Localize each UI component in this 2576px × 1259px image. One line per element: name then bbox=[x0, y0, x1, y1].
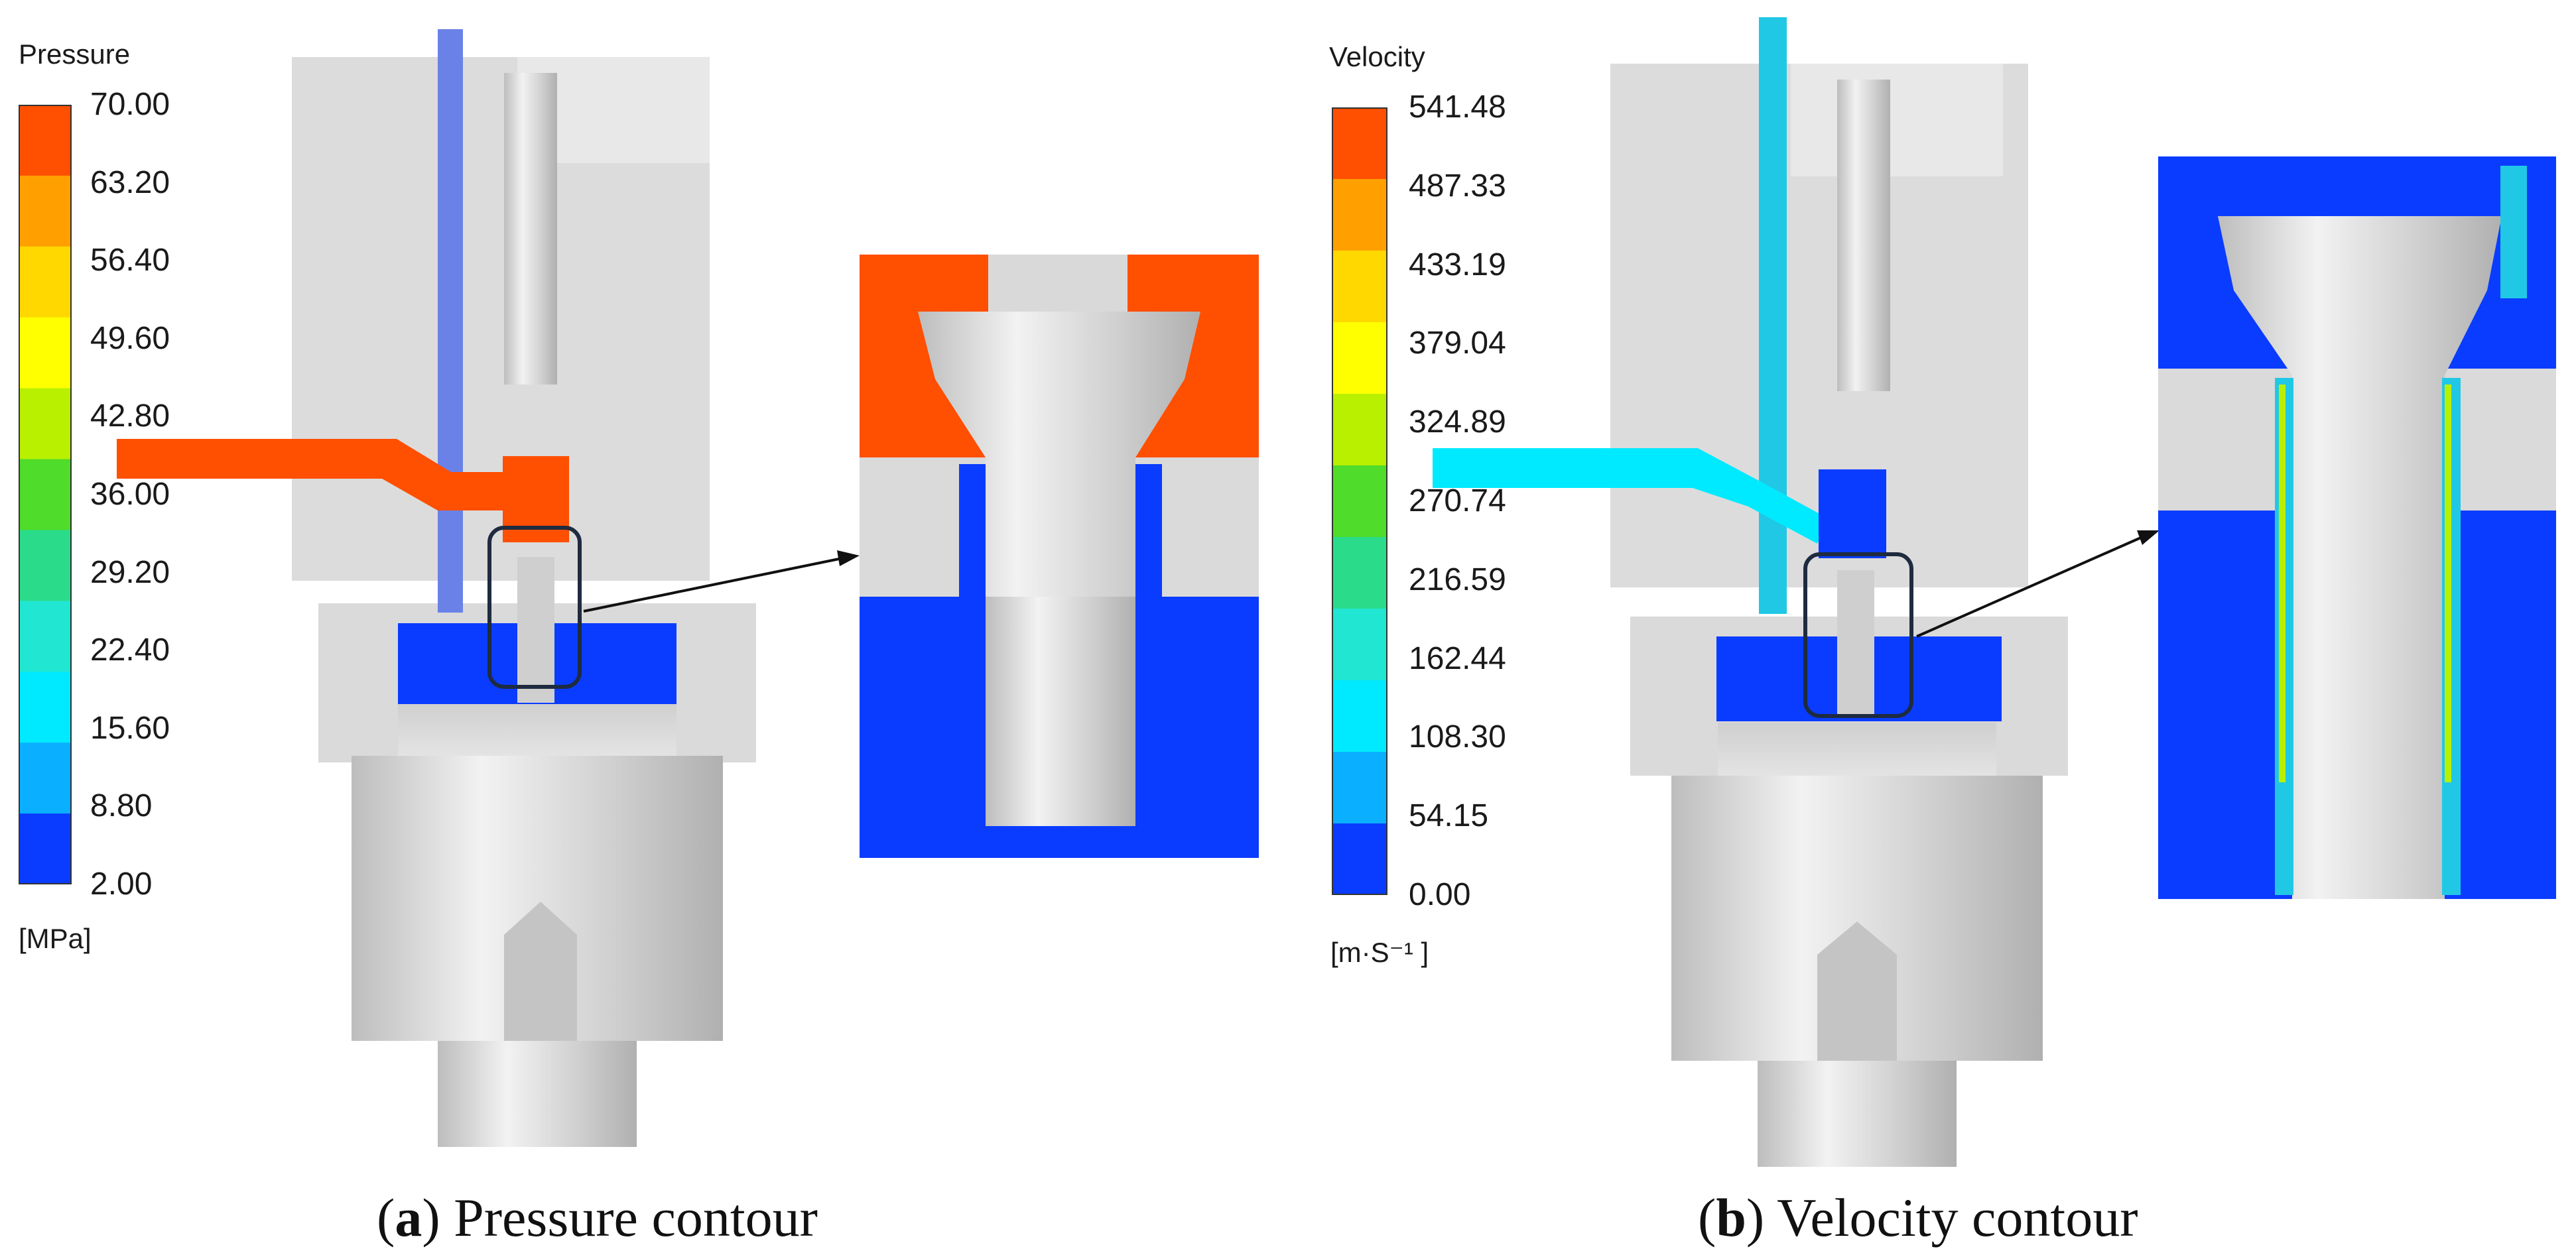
colorbar-segment bbox=[1332, 179, 1387, 251]
tick-label: 270.74 bbox=[1409, 483, 1506, 518]
colorbar-segment bbox=[19, 601, 72, 672]
tick-label: 49.60 bbox=[90, 320, 170, 356]
velocity-valve-stem bbox=[1837, 570, 1874, 716]
colorbar-segment bbox=[19, 813, 72, 884]
pressure-unit: [MPa] bbox=[19, 923, 92, 954]
pressure-zoom-arrow bbox=[583, 557, 843, 613]
tick-label: 15.60 bbox=[90, 710, 170, 746]
tick-label: 162.44 bbox=[1409, 640, 1506, 676]
colorbar-segment bbox=[1332, 680, 1387, 752]
caption-a-text: Pressure contour bbox=[440, 1187, 818, 1248]
tick-label: 541.48 bbox=[1409, 90, 1506, 125]
velocity-zoom-arrow bbox=[1916, 536, 2143, 638]
velocity-side-channel bbox=[1433, 448, 1831, 544]
velocity-zoom-arrowhead bbox=[2137, 530, 2159, 545]
caption-b: (b) Velocity contour bbox=[1698, 1187, 2138, 1248]
colorbar-segment bbox=[19, 175, 72, 247]
colorbar-segment bbox=[1332, 537, 1387, 609]
colorbar-segment bbox=[1332, 107, 1387, 180]
tick-label: 487.33 bbox=[1409, 168, 1506, 204]
caption-b-text: Velocity contour bbox=[1764, 1187, 2138, 1248]
colorbar-segment bbox=[19, 672, 72, 743]
tick-label: 42.80 bbox=[90, 398, 170, 434]
tick-label: 0.00 bbox=[1409, 877, 1471, 912]
colorbar-segment bbox=[19, 246, 72, 318]
tick-label: 56.40 bbox=[90, 243, 170, 278]
tick-label: 36.00 bbox=[90, 477, 170, 512]
caption-a-letter: a bbox=[395, 1187, 422, 1248]
pressure-zoom-arrowhead bbox=[837, 550, 860, 566]
tick-label: 108.30 bbox=[1409, 719, 1506, 755]
colorbar-segment bbox=[19, 530, 72, 601]
colorbar-segment bbox=[19, 105, 72, 176]
pressure-valve-stem bbox=[517, 557, 554, 703]
pressure-legend-title: Pressure bbox=[19, 38, 131, 70]
pressure-colorbar bbox=[19, 105, 72, 884]
colorbar-frame bbox=[1332, 107, 1387, 895]
colorbar-segment bbox=[1332, 394, 1387, 466]
colorbar-segment bbox=[1332, 322, 1387, 394]
velocity-unit: [m·S⁻¹ ] bbox=[1330, 937, 1429, 968]
colorbar-segment bbox=[1332, 251, 1387, 323]
tick-label: 433.19 bbox=[1409, 247, 1506, 282]
pressure-zoom-box bbox=[487, 526, 582, 689]
colorbar-segment bbox=[19, 388, 72, 460]
colorbar-segment bbox=[1332, 752, 1387, 824]
tick-label: 324.89 bbox=[1409, 404, 1506, 440]
tick-label: 54.15 bbox=[1409, 798, 1489, 834]
tick-label: 22.40 bbox=[90, 632, 170, 668]
velocity-colorbar bbox=[1332, 107, 1387, 895]
tick-label: 29.20 bbox=[90, 554, 170, 590]
tick-label: 2.00 bbox=[90, 867, 153, 902]
tick-label: 8.80 bbox=[90, 788, 153, 824]
colorbar-segment bbox=[1332, 609, 1387, 681]
velocity-chamber bbox=[1819, 469, 1886, 558]
colorbar-segment bbox=[19, 317, 72, 389]
caption-b-letter: b bbox=[1716, 1187, 1746, 1248]
colorbar-segment bbox=[19, 459, 72, 530]
tick-label: 70.00 bbox=[90, 87, 170, 122]
colorbar-segment bbox=[19, 743, 72, 814]
pressure-side-channel bbox=[117, 439, 504, 510]
pressure-inlet-pipe bbox=[438, 29, 463, 613]
colorbar-segment bbox=[1332, 465, 1387, 538]
velocity-zoom-box bbox=[1803, 552, 1913, 718]
velocity-legend-title: Velocity bbox=[1329, 41, 1425, 72]
tick-label: 216.59 bbox=[1409, 562, 1506, 597]
colorbar-frame bbox=[19, 105, 72, 884]
velocity-inset bbox=[2158, 156, 2556, 899]
caption-a: (a) Pressure contour bbox=[377, 1187, 818, 1248]
colorbar-segment bbox=[1332, 823, 1387, 895]
tick-label: 63.20 bbox=[90, 164, 170, 200]
tick-label: 379.04 bbox=[1409, 326, 1506, 361]
pressure-inset bbox=[860, 255, 1259, 858]
